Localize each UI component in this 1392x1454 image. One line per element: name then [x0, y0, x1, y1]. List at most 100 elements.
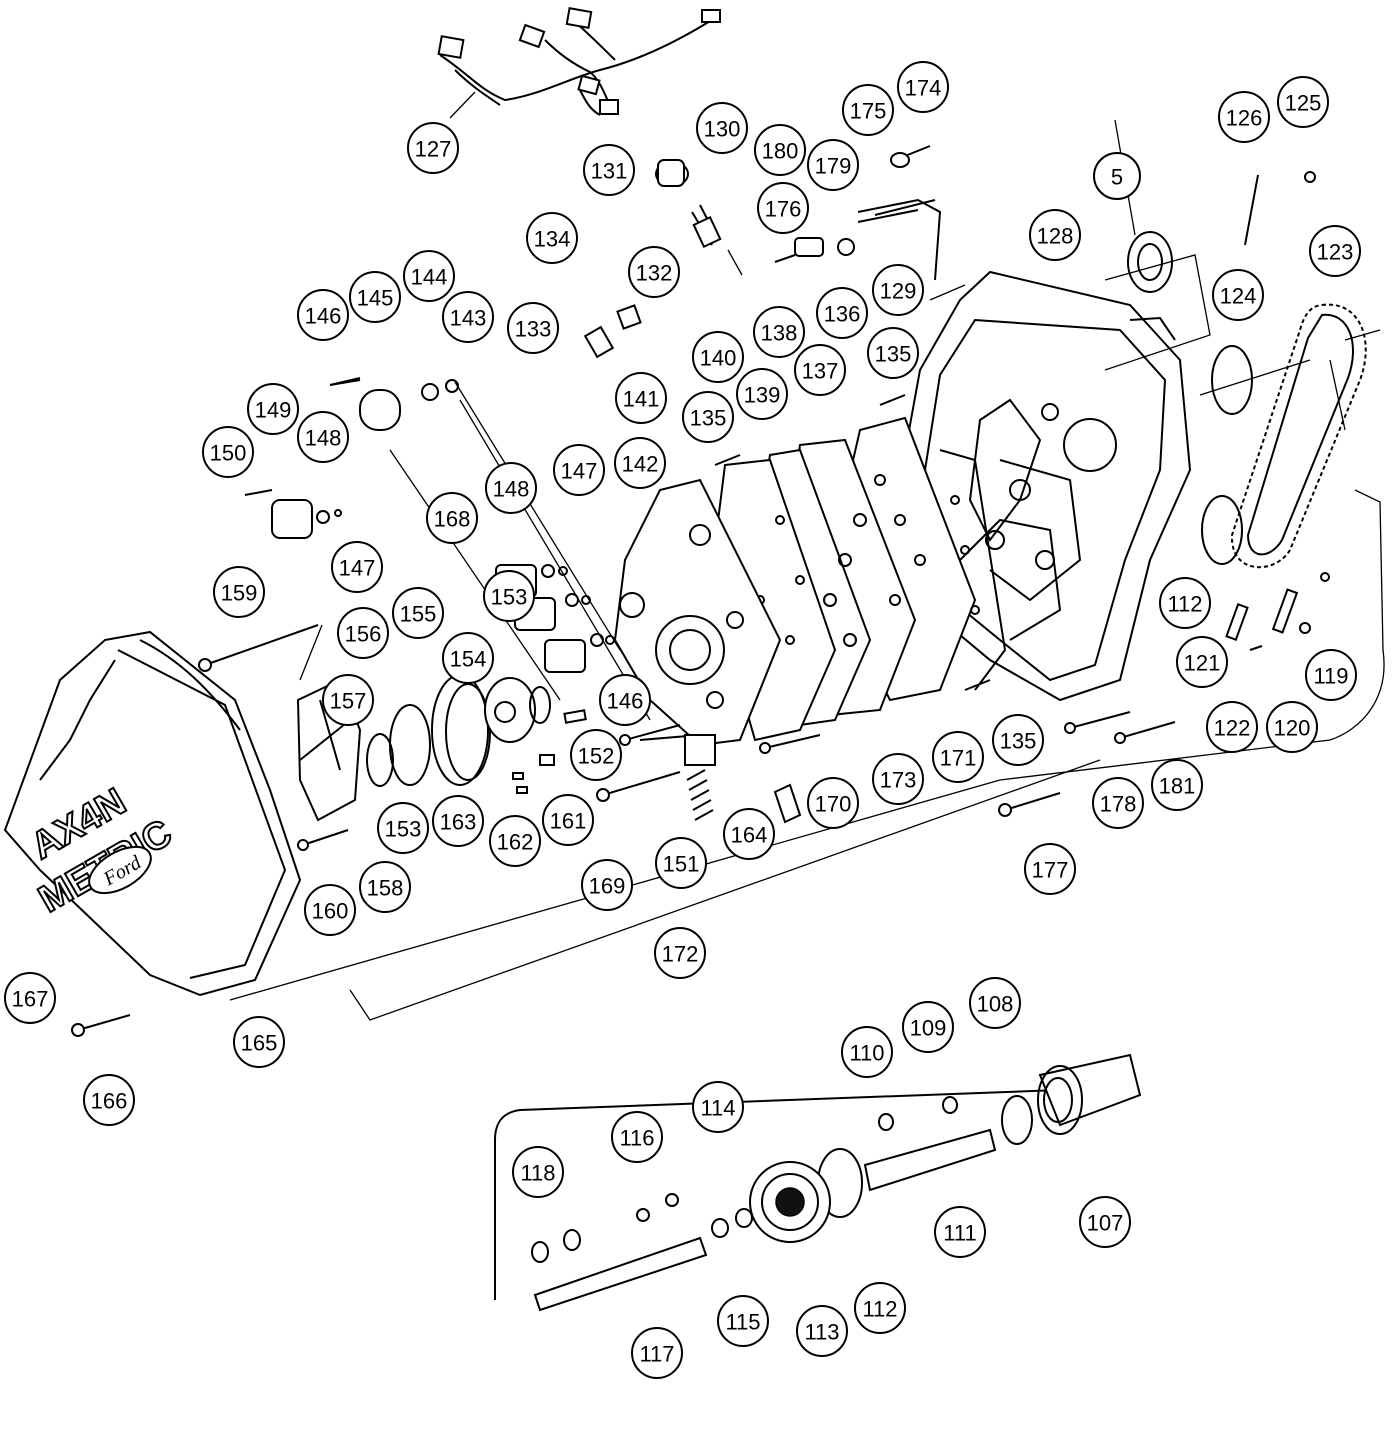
- callout-number: 136: [824, 302, 861, 327]
- callout-circle: [483, 570, 535, 622]
- callout-number: 135: [690, 406, 727, 431]
- callout-162: 162: [489, 815, 541, 867]
- callout-circle: [553, 444, 605, 496]
- callout-number: 112: [1167, 592, 1202, 617]
- callout-141: 141: [615, 372, 667, 424]
- callout-130: 130: [696, 102, 748, 154]
- callout-number: 119: [1313, 664, 1348, 689]
- callout-number: 146: [607, 689, 644, 714]
- callout-circle: [757, 182, 809, 234]
- callout-136: 136: [816, 287, 868, 339]
- callout-number: 175: [850, 99, 887, 124]
- callout-circle: [902, 1001, 954, 1053]
- callout-number: 146: [305, 304, 342, 329]
- callout-number: 158: [367, 876, 404, 901]
- callout-165: 165: [233, 1016, 285, 1068]
- callout-170: 170: [807, 777, 859, 829]
- callout-number: 176: [765, 197, 802, 222]
- callout-108: 108: [969, 977, 1021, 1029]
- callout-number: 116: [619, 1126, 654, 1151]
- callout-circle: [349, 271, 401, 323]
- callout-circle: [233, 1016, 285, 1068]
- callout-number: 144: [411, 265, 448, 290]
- callout-number: 123: [1317, 240, 1354, 265]
- callout-111: 111: [934, 1206, 986, 1258]
- callout-120: 120: [1266, 701, 1318, 753]
- callout-number: 181: [1159, 774, 1196, 799]
- callout-circle: [854, 1282, 906, 1334]
- callout-circle: [611, 1111, 663, 1163]
- callout-circle: [485, 462, 537, 514]
- callout-circle: [377, 802, 429, 854]
- callout-number: 148: [305, 426, 342, 451]
- callout-144: 144: [403, 250, 455, 302]
- pump-body-drawing: [613, 478, 782, 766]
- shaft-assembly-drawing: [494, 1053, 1142, 1312]
- callout-number: 170: [815, 792, 852, 817]
- callout-132: 132: [628, 246, 680, 298]
- callout-circle: [583, 144, 635, 196]
- callout-number: 177: [1032, 858, 1069, 883]
- bolts-drawing: [71, 199, 1176, 1037]
- leader-lines: [229, 119, 1385, 1021]
- callout-143: 143: [442, 291, 494, 343]
- callout-number: 110: [849, 1041, 884, 1066]
- callout-circle: [1266, 701, 1318, 753]
- callout-circle: [696, 102, 748, 154]
- callout-number: 174: [905, 76, 942, 101]
- callout-number: 162: [497, 830, 534, 855]
- callout-number: 114: [700, 1096, 735, 1121]
- callout-181: 181: [1151, 759, 1203, 811]
- callout-number: 135: [875, 342, 912, 367]
- callout-180: 180: [754, 124, 806, 176]
- callout-179: 179: [807, 139, 859, 191]
- callout-146a: 146: [297, 289, 349, 341]
- callout-number: 151: [663, 852, 700, 877]
- callout-circle: [432, 795, 484, 847]
- callout-circle: [512, 1146, 564, 1198]
- callout-107: 107: [1079, 1196, 1131, 1248]
- callout-circle: [392, 587, 444, 639]
- callout-circle: [934, 1206, 986, 1258]
- callout-circle: [897, 61, 949, 113]
- callout-number: 147: [339, 556, 376, 581]
- callout-circle: [526, 212, 578, 264]
- callout-125: 125: [1277, 76, 1329, 128]
- callout-167: 167: [4, 972, 56, 1024]
- callout-circle: [407, 122, 459, 174]
- callout-number: 178: [1100, 792, 1137, 817]
- sensor-and-plug-drawing: [655, 159, 743, 276]
- callout-number: 132: [636, 261, 673, 286]
- callout-circle: [1212, 269, 1264, 321]
- wiring-harness-drawing: [437, 7, 721, 119]
- callout-155: 155: [392, 587, 444, 639]
- callout-176: 176: [757, 182, 809, 234]
- callout-number: 125: [1285, 91, 1322, 116]
- callout-circle: [337, 607, 389, 659]
- callout-circle: [615, 372, 667, 424]
- callout-circle: [202, 426, 254, 478]
- callout-circle: [331, 541, 383, 593]
- callout-126: 126: [1218, 91, 1270, 143]
- callout-150: 150: [202, 426, 254, 478]
- callout-138: 138: [753, 306, 805, 358]
- callout-number: 148: [493, 477, 530, 502]
- callout-circle: [796, 1305, 848, 1357]
- callout-circle: [754, 124, 806, 176]
- callout-circle: [932, 731, 984, 783]
- callout-number: 109: [910, 1016, 947, 1041]
- callout-114: 114: [692, 1081, 744, 1133]
- callout-bubbles: 1271311301801751741791761261255128123134…: [4, 61, 1361, 1379]
- callout-number: 164: [731, 823, 768, 848]
- callout-circle: [736, 368, 788, 420]
- callout-number: 169: [589, 874, 626, 899]
- callout-number: 147: [561, 459, 598, 484]
- callout-circle: [692, 1081, 744, 1133]
- callout-number: 113: [804, 1320, 839, 1345]
- callout-158: 158: [359, 861, 411, 913]
- oil-pan-drawing: AX4N METRIC Ford: [3, 630, 302, 997]
- callout-122: 122: [1206, 701, 1258, 753]
- callout-163: 163: [432, 795, 484, 847]
- callout-5: 5: [1093, 152, 1141, 200]
